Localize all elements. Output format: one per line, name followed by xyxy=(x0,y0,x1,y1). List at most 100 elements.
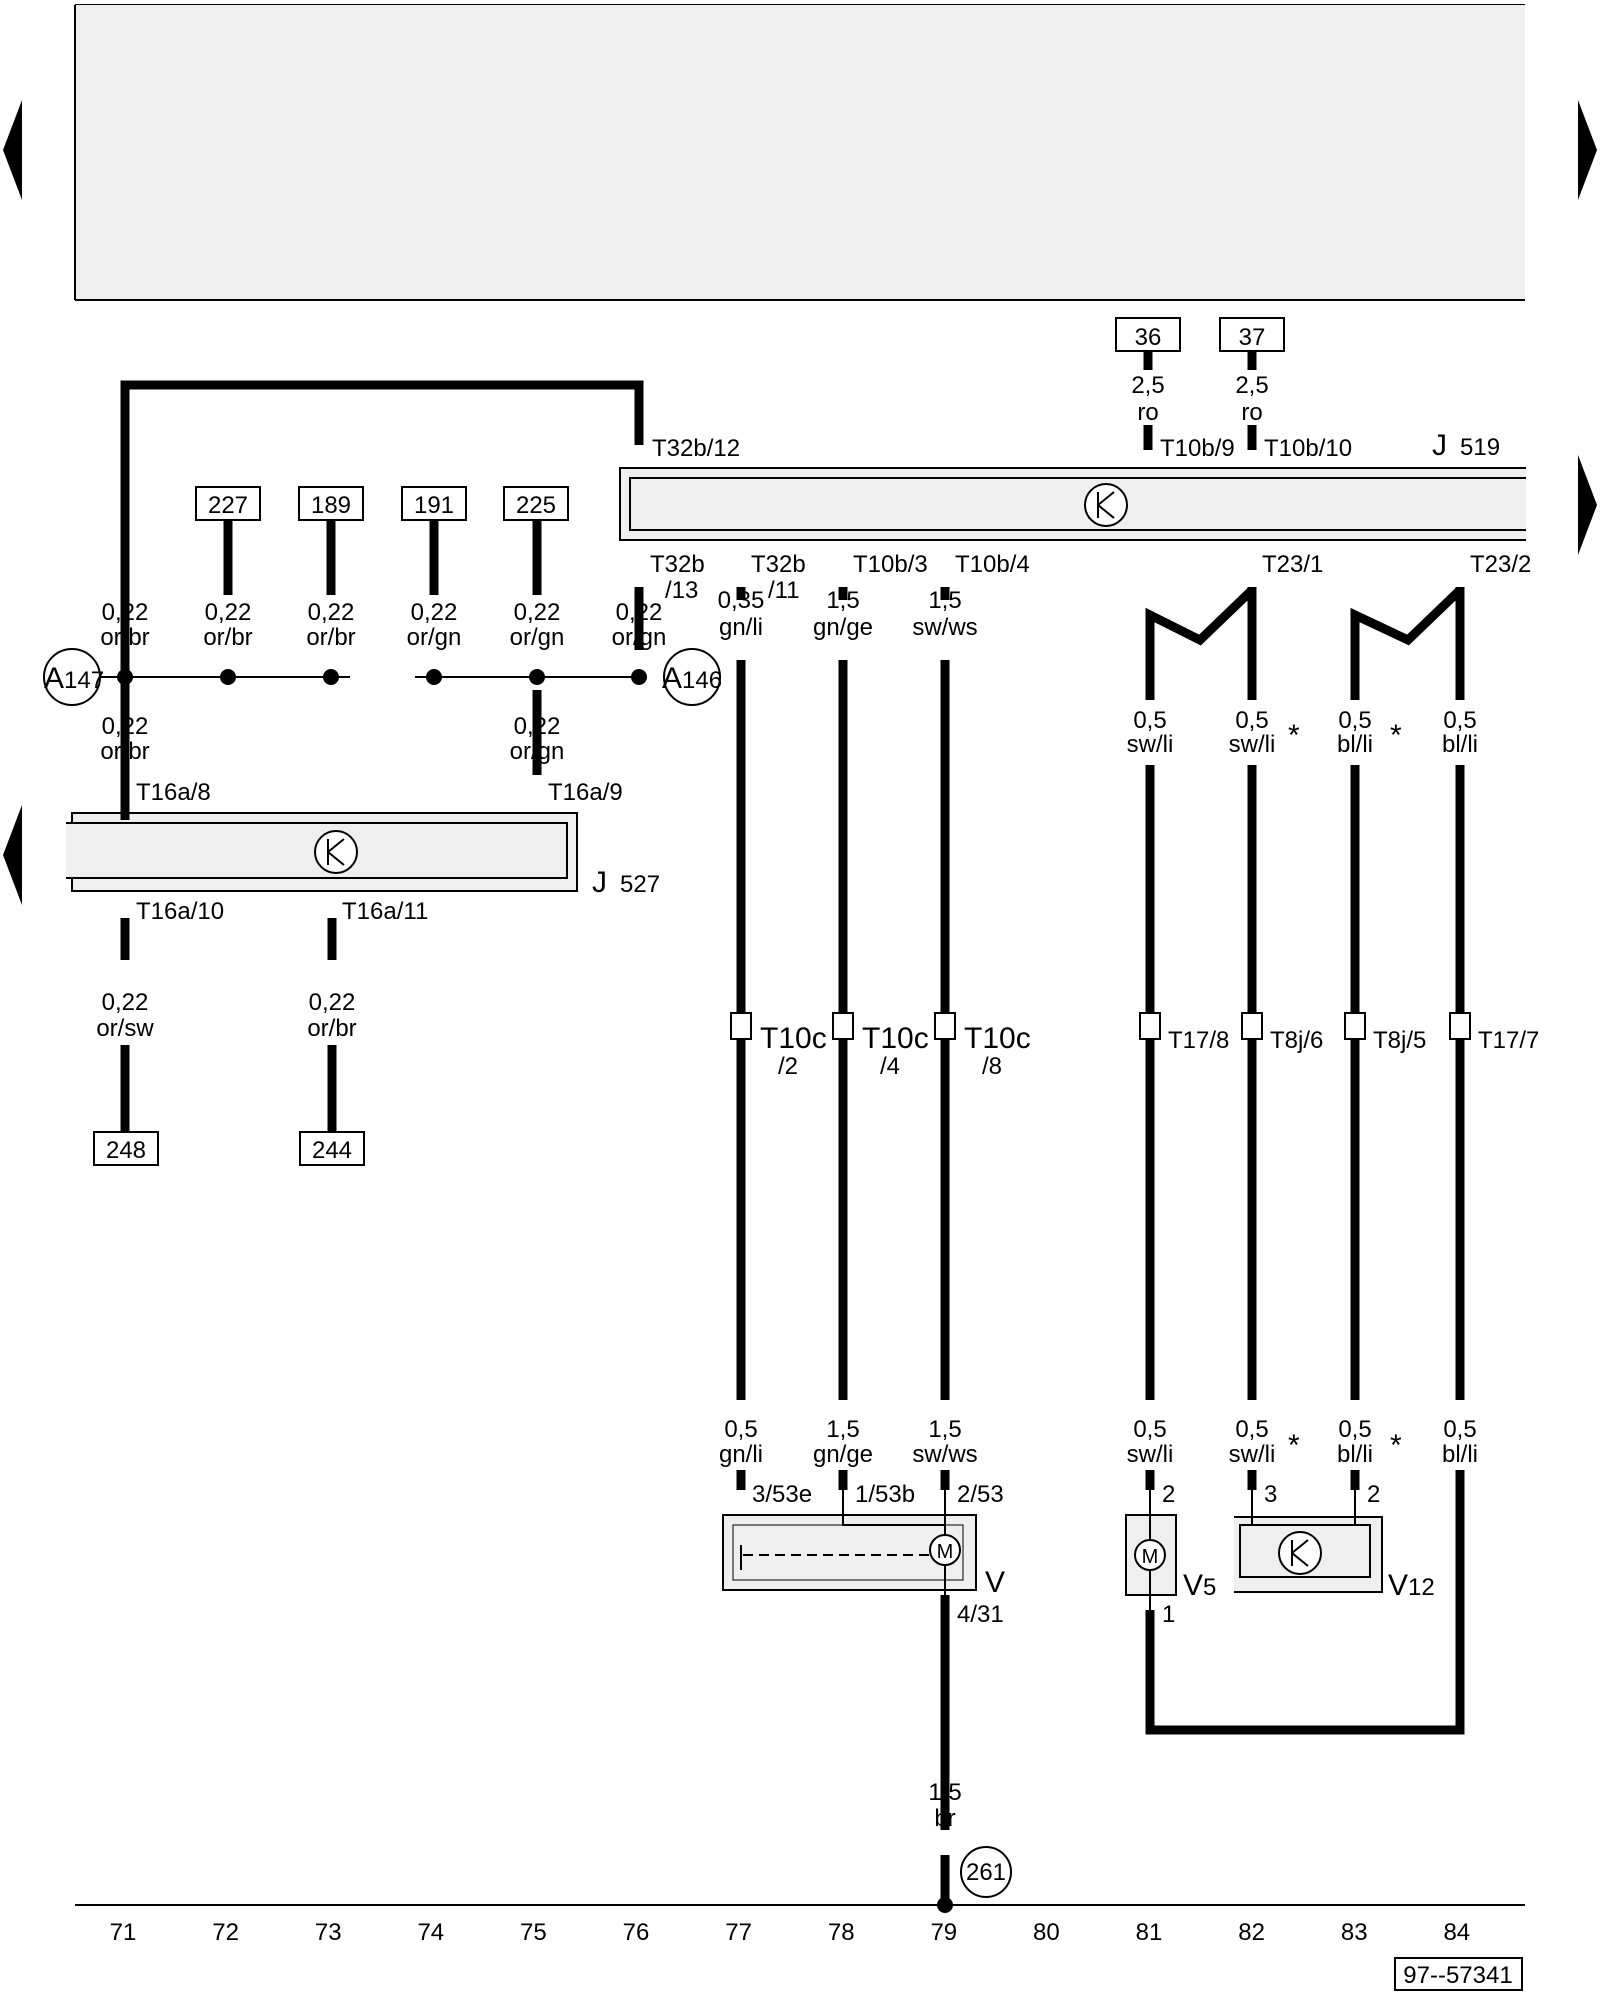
v12-number: 12 xyxy=(1408,1574,1435,1601)
svg-text:T10b/9: T10b/9 xyxy=(1160,435,1235,462)
j519-number: 519 xyxy=(1460,434,1500,461)
ref-box-248[interactable]: 248 xyxy=(93,1131,159,1166)
transistor-symbol xyxy=(1097,491,1115,519)
ref-box-227[interactable]: 227 xyxy=(195,486,261,521)
svg-text:T10c: T10c xyxy=(862,1022,929,1055)
wiper-motor-v: M xyxy=(722,1490,977,1595)
svg-text:sw/li: sw/li xyxy=(1127,1441,1174,1468)
diagram-code: 97--57341 xyxy=(1394,1957,1523,1991)
svg-text:147: 147 xyxy=(64,667,104,694)
svg-text:0,5: 0,5 xyxy=(1443,707,1476,734)
svg-text:4/31: 4/31 xyxy=(957,1601,1004,1628)
wire-labels-top: 2,5 ro 2,5 ro 0,22 or/br 0,22 or/br 0,22… xyxy=(96,372,1478,1832)
svg-text:T17/8: T17/8 xyxy=(1168,1027,1229,1054)
j519-inner-frame xyxy=(629,477,1531,531)
ground-point-261[interactable]: 261 xyxy=(960,1846,1012,1898)
j527-number: 527 xyxy=(620,871,660,898)
svg-text:3/53e: 3/53e xyxy=(752,1481,812,1508)
svg-text:*: * xyxy=(1390,1429,1402,1462)
svg-text:0,5: 0,5 xyxy=(1443,1416,1476,1443)
svg-text:M: M xyxy=(937,1541,954,1563)
svg-text:191: 191 xyxy=(414,492,454,519)
svg-text:0,22: 0,22 xyxy=(308,599,355,626)
j519-transistor-icon xyxy=(1084,483,1128,527)
svg-text:1,5: 1,5 xyxy=(826,1416,859,1443)
track-number: 78 xyxy=(828,1919,855,1946)
svg-text:1,5: 1,5 xyxy=(928,1416,961,1443)
track-number: 84 xyxy=(1443,1919,1470,1946)
track-number: 81 xyxy=(1136,1919,1163,1946)
svg-text:gn/ge: gn/ge xyxy=(813,1441,873,1468)
splice-a147[interactable]: A 147 xyxy=(43,648,104,706)
v5-number: 5 xyxy=(1203,1574,1216,1601)
ref-box-191[interactable]: 191 xyxy=(401,486,467,521)
svg-text:T23/2: T23/2 xyxy=(1470,551,1531,578)
svg-text:T10c: T10c xyxy=(964,1022,1031,1055)
svg-text:T8j/6: T8j/6 xyxy=(1270,1027,1323,1054)
track-number: 79 xyxy=(930,1919,957,1946)
j519-cut-edge xyxy=(1526,466,1532,542)
svg-text:T16a/10: T16a/10 xyxy=(136,898,224,925)
j527-cut-edge xyxy=(58,811,66,893)
svg-text:248: 248 xyxy=(106,1137,146,1164)
connectors xyxy=(730,1012,1471,1040)
next-page-arrow-icon-2[interactable] xyxy=(1578,455,1597,555)
svg-text:sw/li: sw/li xyxy=(1229,1441,1276,1468)
track-number: 82 xyxy=(1238,1919,1265,1946)
svg-text:T17/7: T17/7 xyxy=(1478,1027,1539,1054)
svg-text:gn/ge: gn/ge xyxy=(813,614,873,641)
svg-text:or/br: or/br xyxy=(307,1015,356,1042)
track-number: 76 xyxy=(623,1919,650,1946)
svg-text:/4: /4 xyxy=(880,1053,900,1080)
svg-text:0,22: 0,22 xyxy=(514,599,561,626)
svg-text:or/gn: or/gn xyxy=(407,624,462,651)
header-panel xyxy=(75,5,1525,300)
svg-text:244: 244 xyxy=(312,1137,352,1164)
next-page-arrow-icon[interactable] xyxy=(1578,100,1597,200)
svg-text:ro: ro xyxy=(1137,399,1158,426)
svg-text:or/br: or/br xyxy=(203,624,252,651)
svg-text:T32b: T32b xyxy=(751,551,806,578)
pin-labels: T32b/12 T10b/9 T10b/10 T32b /13 T32b /11… xyxy=(136,435,1539,1628)
svg-text:1/53b: 1/53b xyxy=(855,1481,915,1508)
svg-text:0,22: 0,22 xyxy=(616,599,663,626)
svg-text:0,5: 0,5 xyxy=(1235,1416,1268,1443)
svg-text:189: 189 xyxy=(311,492,351,519)
prev-page-arrow-icon-2[interactable] xyxy=(3,805,22,905)
prev-page-arrow-icon[interactable] xyxy=(3,100,22,200)
ref-box-189[interactable]: 189 xyxy=(298,486,364,521)
washer-pump-v5: M xyxy=(1125,1490,1177,1610)
svg-text:bl/li: bl/li xyxy=(1337,731,1373,758)
svg-text:225: 225 xyxy=(516,492,556,519)
svg-text:/8: /8 xyxy=(982,1053,1002,1080)
svg-text:or/gn: or/gn xyxy=(510,624,565,651)
svg-text:sw/ws: sw/ws xyxy=(912,614,977,641)
svg-text:0,22: 0,22 xyxy=(309,989,356,1016)
splice-a146[interactable]: A 146 xyxy=(662,648,722,706)
svg-text:3: 3 xyxy=(1264,1481,1277,1508)
svg-text:/13: /13 xyxy=(665,577,698,604)
v-label: V xyxy=(985,1566,1005,1599)
track-number: 71 xyxy=(110,1919,137,1946)
svg-text:2,5: 2,5 xyxy=(1235,372,1268,399)
ref-box-244[interactable]: 244 xyxy=(299,1131,365,1166)
svg-text:T32b: T32b xyxy=(650,551,705,578)
ref-box-225[interactable]: 225 xyxy=(503,486,569,521)
ref-box-37[interactable]: 37 xyxy=(1219,317,1285,352)
svg-text:T10b/4: T10b/4 xyxy=(955,551,1030,578)
svg-text:sw/li: sw/li xyxy=(1127,731,1174,758)
track-number: 83 xyxy=(1341,1919,1368,1946)
svg-text:227: 227 xyxy=(208,492,248,519)
svg-text:0,22: 0,22 xyxy=(102,989,149,1016)
svg-text:ro: ro xyxy=(1241,399,1262,426)
svg-text:or/gn: or/gn xyxy=(510,738,565,765)
ref-box-36[interactable]: 36 xyxy=(1115,317,1181,352)
svg-text:0,22: 0,22 xyxy=(102,713,149,740)
svg-text:0,22: 0,22 xyxy=(102,599,149,626)
svg-text:*: * xyxy=(1390,719,1402,752)
svg-text:0,5: 0,5 xyxy=(1338,707,1371,734)
svg-text:0,22: 0,22 xyxy=(205,599,252,626)
v5-label: V xyxy=(1183,1569,1203,1602)
track-number: 73 xyxy=(315,1919,342,1946)
